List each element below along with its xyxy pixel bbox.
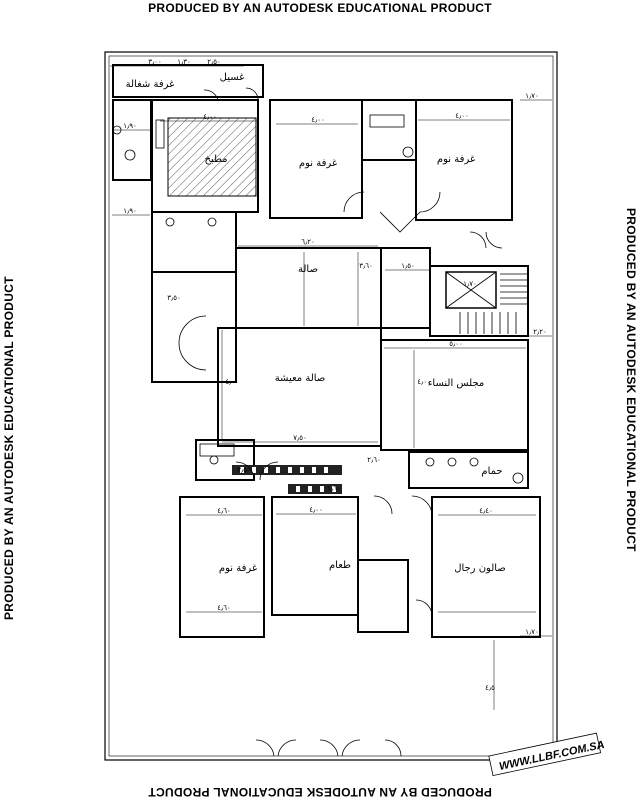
- kitchen-hatch: [167, 117, 257, 197]
- label-laundry: غسيل: [220, 72, 245, 83]
- dim-bed3-w: ٤٫٦٠: [217, 507, 231, 515]
- dim-salon: ٤٫٤٠: [479, 507, 493, 515]
- dim-top-right: ١٫٧٠: [525, 92, 539, 100]
- label-bathroom: حمام: [481, 466, 502, 477]
- dim-bed3-w2: ٤٫٦٠: [217, 604, 231, 612]
- door-swings: [178, 87, 503, 757]
- window-screens: [232, 465, 342, 494]
- dimension-labels: ٣٫٠٠ ٢٫٥٠ ١٫٣٠ ٤٫٠٠ ٤٫٠٠ ٤٫٠٠ ١٫٧٠ ١٫٩٠ …: [123, 58, 547, 692]
- dim-maid: ٣٫٠٠: [148, 58, 162, 66]
- label-living-hall: صالة معيشة: [275, 373, 326, 384]
- label-men-salon: صالون رجال: [454, 563, 506, 574]
- dim-wc-1: ٣٫٥٠: [237, 466, 251, 474]
- dim-stair-h: ١٫٧٠: [463, 280, 477, 288]
- staircase: [445, 271, 528, 334]
- dim-hall-w: ٦٫٢٠: [301, 238, 315, 246]
- dim-kitchen: ٤٫٠٠: [203, 113, 217, 121]
- dim-corridor: ٣٫٥٠: [167, 294, 181, 302]
- dim-left-1: ١٫٩٠: [123, 122, 137, 130]
- dim-bed1: ٤٫٠٠: [311, 116, 325, 124]
- dimension-lines: [110, 65, 552, 710]
- dim-left-2: ١٫٩٠: [123, 207, 137, 215]
- dim-living-w: ٧٫٥٠: [293, 434, 307, 442]
- watermark-top: PRODUCED BY AN AUTODESK EDUCATIONAL PROD…: [148, 1, 492, 15]
- label-kitchen: مطبخ: [204, 154, 227, 165]
- dim-majlis-w: ٥٫٠٠: [449, 340, 463, 348]
- dim-stair-w: ١٫٥٠: [401, 262, 415, 270]
- dim-laundry: ٢٫٥٠: [207, 58, 221, 66]
- fixtures: [112, 114, 524, 484]
- dim-bottom-right: ١٫٧٠: [525, 628, 539, 636]
- dim-living-h: ٤٫٠٠: [225, 378, 239, 386]
- dim-hall-h: ٣٫٦٠: [359, 262, 373, 270]
- site-watermark: WWW.LLBF.COM.SA: [488, 732, 606, 777]
- dim-bed2: ٤٫٠٠: [455, 112, 469, 120]
- dim-right-mid: ٢٫٢٠: [533, 328, 547, 336]
- dim-dining: ٤٫٠٠: [309, 506, 323, 514]
- label-bedroom-2: غرفة نوم: [437, 154, 475, 165]
- dim-wc-3: ١٫٦٠: [327, 485, 341, 493]
- label-dining: طعام: [329, 560, 351, 571]
- building-walls: [112, 64, 541, 638]
- dim-side-gap: ٤٫٥: [485, 684, 495, 692]
- dim-bath-small: ١٫٣٠: [177, 58, 191, 66]
- label-maid-room: غرفة شغالة: [126, 79, 175, 90]
- label-hall: صالة: [298, 264, 318, 275]
- dim-wc-2: ٢٫٦٠: [367, 456, 381, 464]
- label-bedroom-1: غرفة نوم: [299, 158, 337, 169]
- label-bedroom-3: غرفة نوم: [219, 563, 257, 574]
- plot-boundary: [104, 51, 558, 761]
- room-labels: غرفة شغالة غسيل مطبخ غرفة نوم غرفة نوم ص…: [126, 72, 506, 574]
- dim-majlis-h: ٤٫٠٠: [417, 378, 431, 386]
- label-women-majlis: مجلس النساء: [428, 378, 485, 389]
